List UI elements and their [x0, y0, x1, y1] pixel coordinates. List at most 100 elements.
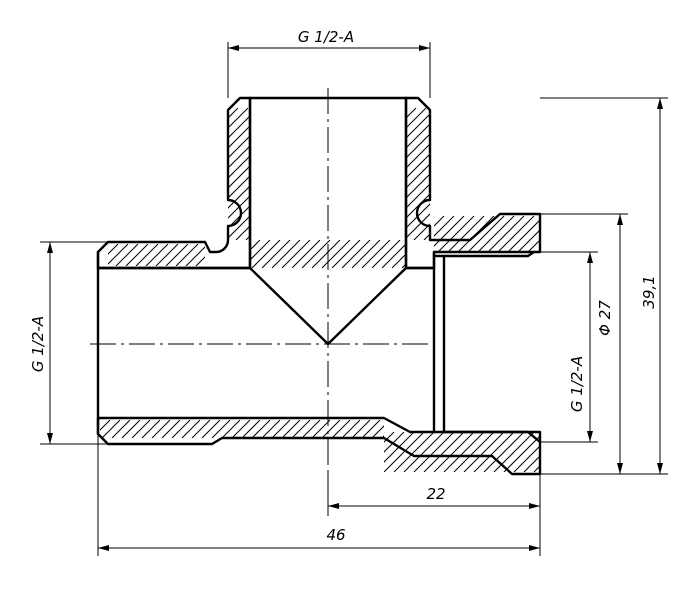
hatch-line [135, 244, 159, 266]
hatch-line [406, 113, 430, 139]
hatch-line [537, 249, 540, 252]
hatch-line [406, 163, 430, 189]
hatch-line [250, 240, 261, 251]
hatch-line [228, 195, 250, 219]
bottom-wall [96, 416, 542, 476]
hatch-line [497, 216, 535, 252]
hatch-line [131, 420, 151, 438]
hatch-line [155, 244, 179, 266]
hatch-line [111, 420, 131, 438]
hatch-line [467, 216, 505, 252]
hatch-line [391, 253, 406, 268]
hatch-line [413, 432, 455, 472]
hatch-line [483, 432, 525, 472]
hatch-line [517, 229, 540, 252]
hatch-line [251, 420, 271, 438]
hatch-line [108, 244, 129, 265]
hatch-line [185, 246, 205, 266]
hatch-line [406, 123, 430, 149]
hatch-line [331, 420, 351, 438]
hatch-line [261, 240, 291, 268]
hatch-line [341, 420, 361, 438]
hatch-line [403, 432, 445, 472]
hatch-line [228, 135, 250, 159]
hatch-line [141, 420, 161, 438]
hatch-line [406, 108, 417, 119]
hatch-line [463, 432, 505, 472]
hatch-line [513, 445, 540, 472]
hatch-line [245, 235, 250, 240]
hatch-line [228, 145, 250, 169]
hatch-line [228, 185, 250, 209]
hatch-line [291, 240, 321, 268]
hatch-line [434, 216, 465, 247]
hatch-line [231, 420, 251, 438]
hatch-line [256, 108, 388, 240]
hatch-line [301, 240, 331, 268]
hatching [100, 108, 584, 472]
hatch-line [228, 215, 250, 239]
diameter-label: Φ 27 [596, 300, 614, 336]
hatch-line [384, 432, 425, 472]
hatch-line [151, 420, 171, 438]
hatch-line [165, 244, 189, 266]
extension-lines [40, 42, 668, 556]
hatch-line [406, 203, 430, 229]
hatch-line [235, 225, 250, 240]
left-thread-label: G 1/2-A [29, 316, 47, 372]
hatch-line [211, 420, 231, 438]
dimension-labels: G 1/2-A G 1/2-A G 1/2-A Φ 27 39,1 22 46 [29, 28, 658, 544]
hatch-line [281, 240, 311, 268]
hatch-line [228, 175, 250, 199]
hatch-line [101, 420, 121, 438]
hatch-line [271, 420, 291, 438]
hatch-line [406, 153, 430, 179]
hatch-line [251, 240, 281, 268]
hatch-line [371, 425, 384, 438]
hatch-line [384, 432, 405, 453]
main-bore [96, 266, 436, 346]
hatch-line [487, 216, 525, 252]
dimension-lines [47, 45, 663, 551]
right-socket [432, 250, 542, 444]
hatch-line [341, 240, 371, 268]
top-branch-left-wall [96, 96, 252, 270]
hatch-line [228, 165, 250, 189]
hatch-line [434, 216, 455, 237]
hatch-line [228, 125, 250, 149]
hatch-line [228, 205, 250, 229]
hatch-line [228, 108, 229, 109]
hatch-line [406, 133, 430, 159]
hatch-line [361, 420, 381, 438]
part-outline [96, 96, 542, 476]
hatch-line [228, 155, 250, 179]
hatch-line [503, 435, 540, 472]
hatch-line [523, 455, 540, 472]
hatch-line [433, 432, 475, 472]
hatch-line [423, 432, 465, 472]
half-length-label: 22 [426, 485, 445, 503]
hatch-line [321, 420, 341, 438]
hatch-line [361, 240, 391, 268]
hatch-line [281, 420, 301, 438]
hatch-line [406, 108, 407, 109]
hatch-line [434, 216, 445, 227]
hatch-line [311, 420, 331, 438]
hatch-line [250, 240, 271, 261]
hatch-line [473, 432, 515, 472]
hatch-line [544, 432, 584, 472]
hatch-line [384, 432, 415, 463]
hatch-line [145, 244, 169, 266]
height-label: 39,1 [640, 275, 658, 308]
hatch-line [241, 420, 261, 438]
hatch-line [406, 213, 430, 239]
hatch-line [311, 240, 341, 268]
hatch-line [393, 432, 435, 472]
hatch-line [181, 420, 201, 438]
hatch-line [548, 216, 584, 252]
right-thread-label: G 1/2-A [568, 356, 586, 412]
hatch-line [228, 108, 239, 119]
hatch-line [271, 240, 301, 268]
hatch-line [161, 420, 181, 438]
